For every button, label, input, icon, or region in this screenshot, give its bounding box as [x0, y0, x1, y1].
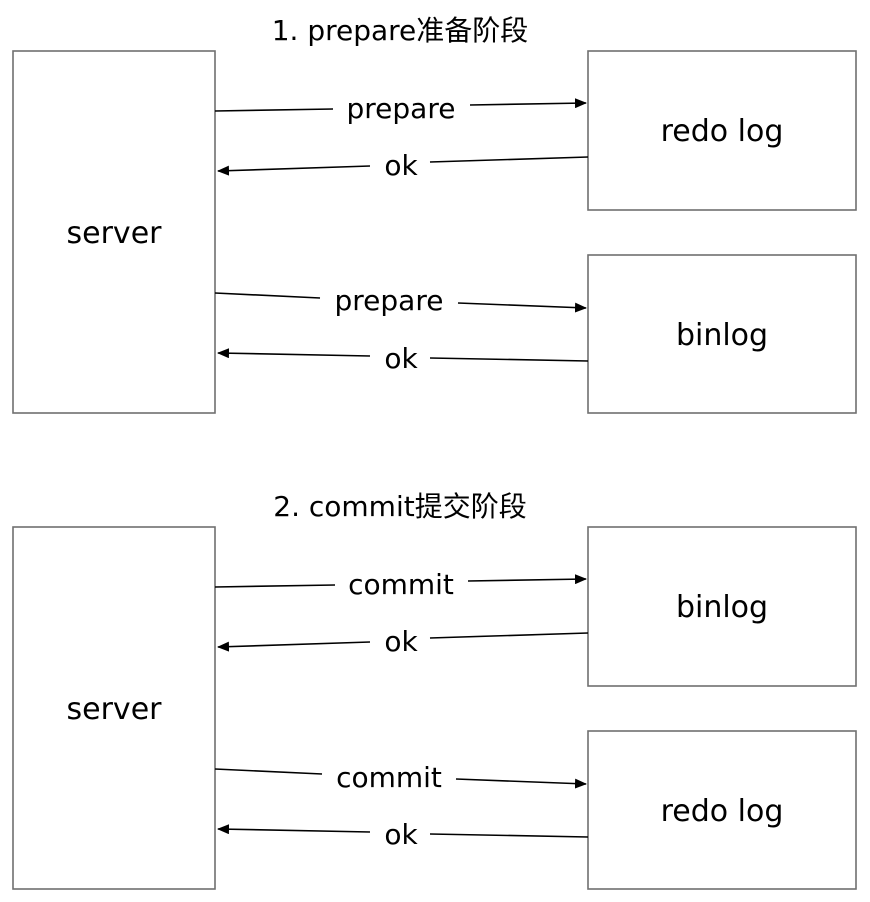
server-label: server: [67, 216, 163, 251]
binlog-label: binlog: [676, 318, 768, 353]
phase-title: 1. prepare准备阶段: [272, 14, 529, 47]
redo-log-label: redo log: [661, 794, 784, 829]
server-box: [12, 526, 216, 890]
ok-response-line-start: [429, 833, 589, 838]
phase-title: 2. commit提交阶段: [273, 490, 526, 523]
ok-response-arrow: [217, 824, 371, 835]
commit-request-label: commit: [336, 761, 442, 794]
ok-response-arrow: [217, 165, 371, 176]
prepare-request-line-start: [214, 108, 334, 112]
binlog-box: [587, 254, 857, 414]
ok-response-label: ok: [384, 818, 418, 851]
ok-response-arrow: [217, 348, 371, 359]
phase-prepare: 1. prepare准备阶段 server redo log binlog pr…: [12, 14, 857, 414]
prepare-request-arrow: [469, 98, 587, 109]
commit-request-line-start: [214, 768, 323, 775]
redo-log-box: [587, 50, 857, 211]
ok-response-arrow: [217, 641, 371, 652]
commit-request-line-start: [214, 584, 336, 588]
prepare-request-arrow: [457, 302, 587, 313]
ok-response-label: ok: [384, 342, 418, 375]
commit-request-arrow: [467, 574, 587, 585]
ok-response-label: ok: [384, 149, 418, 182]
binlog-label: binlog: [676, 590, 768, 625]
redo-log-box: [587, 730, 857, 890]
server-label: server: [67, 692, 163, 727]
redo-log-label: redo log: [661, 114, 784, 149]
prepare-request-label: prepare: [347, 92, 456, 125]
ok-response-label: ok: [384, 625, 418, 658]
ok-response-line-start: [429, 632, 589, 639]
prepare-request-line-start: [214, 292, 321, 299]
server-box: [12, 50, 216, 414]
ok-response-line-start: [429, 156, 589, 163]
ok-response-line-start: [429, 357, 589, 362]
binlog-box: [587, 526, 857, 687]
commit-request-label: commit: [348, 568, 454, 601]
phase-commit: 2. commit提交阶段 server binlog redo log com…: [12, 490, 857, 890]
commit-request-arrow: [455, 778, 587, 789]
prepare-request-label: prepare: [335, 284, 444, 317]
